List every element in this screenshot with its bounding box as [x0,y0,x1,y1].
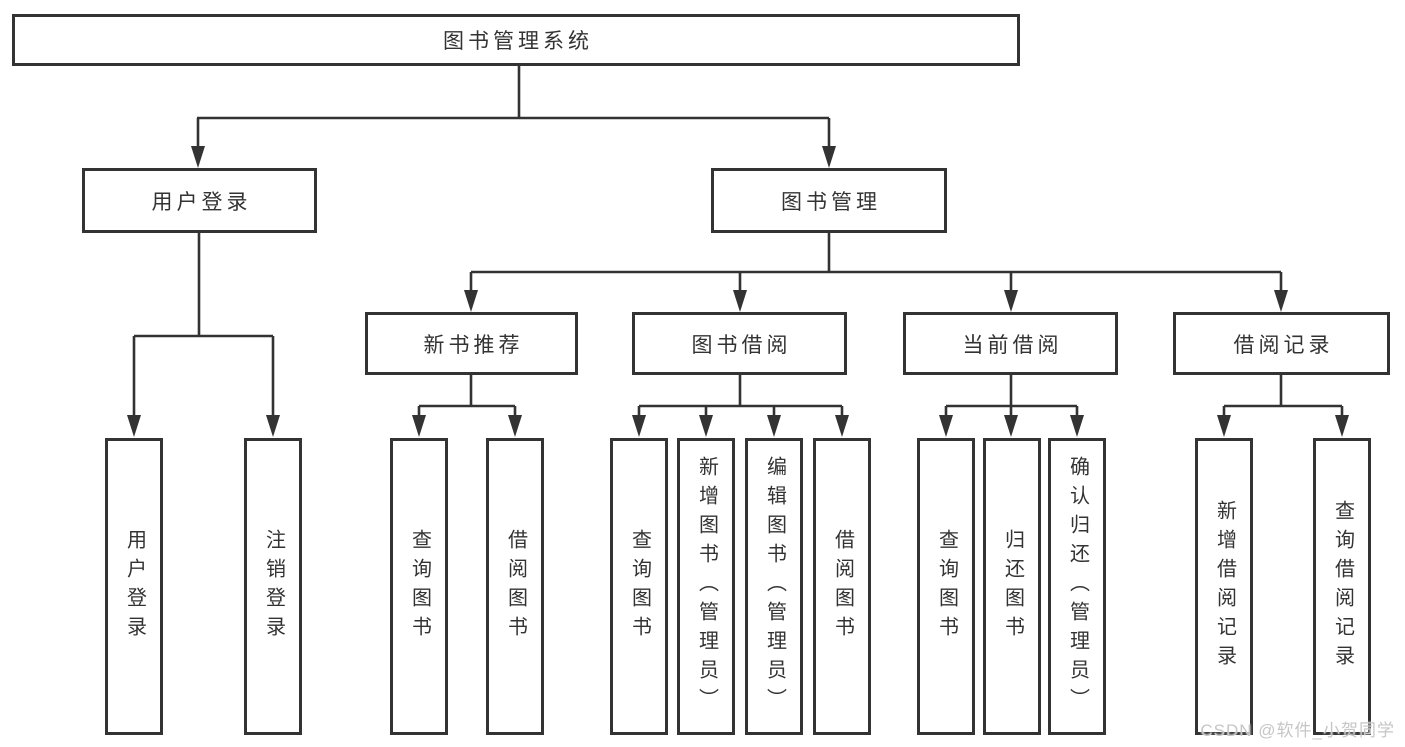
leaf-add-book-admin: 新增图书（管理员） [677,438,735,735]
node-borrow-record: 借阅记录 [1173,312,1390,375]
leaf-query-book-recommend: 查询图书 [390,438,448,735]
leaf-add-book-admin-label: 新增图书（管理员） [695,456,718,717]
leaf-query-book-borrow-label: 查询图书 [628,528,651,645]
arrowheads [127,146,1349,437]
node-user-login-label: 用户登录 [151,190,252,214]
watermark: CSDN @软件_小贺同学 [1200,721,1395,740]
node-borrow-record-label: 借阅记录 [1233,333,1334,357]
leaf-return-book: 归还图书 [983,438,1041,735]
leaf-confirm-return-admin: 确认归还（管理员） [1048,438,1106,735]
node-new-book-recommend: 新书推荐 [365,312,578,375]
node-book-management: 图书管理 [711,168,947,233]
leaf-query-borrow-record-label: 查询借阅记录 [1331,499,1354,674]
leaf-logout-label: 注销登录 [262,528,285,645]
node-root: 图书管理系统 [12,14,1020,66]
leaf-query-book-current: 查询图书 [917,438,975,735]
leaf-query-book-recommend-label: 查询图书 [408,528,431,645]
leaf-return-book-label: 归还图书 [1001,528,1024,645]
leaf-confirm-return-admin-label: 确认归还（管理员） [1066,456,1089,717]
leaf-borrow-book-recommend: 借阅图书 [486,438,544,735]
leaf-user-login-label: 用户登录 [123,528,146,645]
node-user-login: 用户登录 [82,168,317,233]
leaf-user-login: 用户登录 [105,438,163,735]
node-book-borrow-label: 图书借阅 [691,333,792,357]
node-root-label: 图书管理系统 [443,30,593,53]
leaf-query-book-current-label: 查询图书 [935,528,958,645]
leaf-add-borrow-record-label: 新增借阅记录 [1213,499,1236,674]
leaf-borrow-book-label: 借阅图书 [831,528,854,645]
node-book-borrow: 图书借阅 [632,312,847,375]
leaf-logout: 注销登录 [244,438,302,735]
node-book-management-label: 图书管理 [781,190,881,214]
leaf-add-borrow-record: 新增借阅记录 [1195,438,1253,735]
leaf-query-borrow-record: 查询借阅记录 [1313,438,1371,735]
connector-paths [132,65,1344,420]
leaf-borrow-book: 借阅图书 [813,438,871,735]
node-new-book-recommend-label: 新书推荐 [423,333,524,357]
node-current-borrow-label: 当前借阅 [962,333,1063,357]
leaf-borrow-book-recommend-label: 借阅图书 [504,528,527,645]
leaf-edit-book-admin: 编辑图书（管理员） [745,438,803,735]
leaf-edit-book-admin-label: 编辑图书（管理员） [763,456,786,717]
node-current-borrow: 当前借阅 [903,312,1118,375]
leaf-query-book-borrow: 查询图书 [610,438,668,735]
